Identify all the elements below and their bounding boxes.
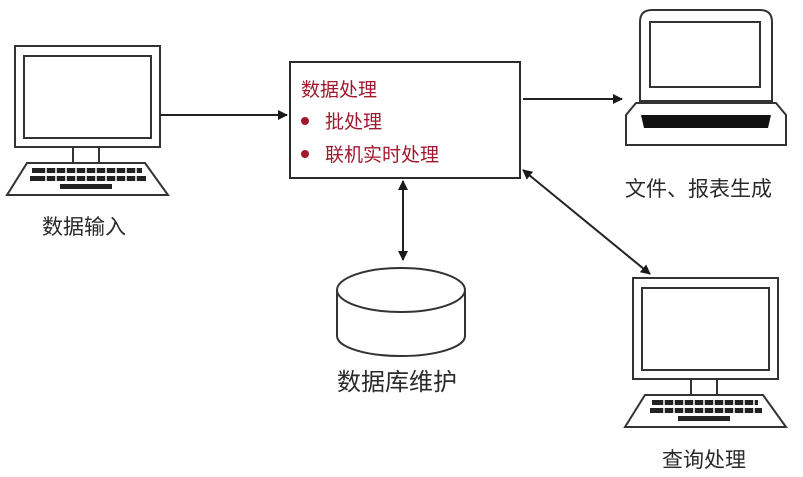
processing-title: 数据处理 [301, 79, 378, 101]
data-processing-box: 数据处理 批处理 联机实时处理 [289, 61, 521, 179]
label-file-report: 文件、报表生成 [625, 177, 772, 201]
database-cylinder-icon [336, 267, 466, 357]
processing-item-batch: 批处理 [301, 107, 382, 134]
laptop-keyboard [641, 115, 771, 128]
desktop-computer-icon-input [5, 45, 170, 196]
processing-item-label: 批处理 [325, 111, 383, 133]
arrow-processing-query [522, 169, 651, 275]
desktop-computer-icon-query [623, 277, 788, 428]
processing-item-online: 联机实时处理 [301, 140, 439, 167]
bullet-icon [301, 116, 309, 125]
laptop-icon-report [625, 9, 787, 146]
label-query: 查询处理 [662, 448, 746, 472]
keyboard-keys [30, 168, 146, 189]
label-data-input: 数据输入 [42, 215, 126, 239]
bullet-icon [301, 149, 309, 158]
label-database: 数据库维护 [337, 368, 457, 396]
processing-item-label: 联机实时处理 [325, 144, 440, 166]
